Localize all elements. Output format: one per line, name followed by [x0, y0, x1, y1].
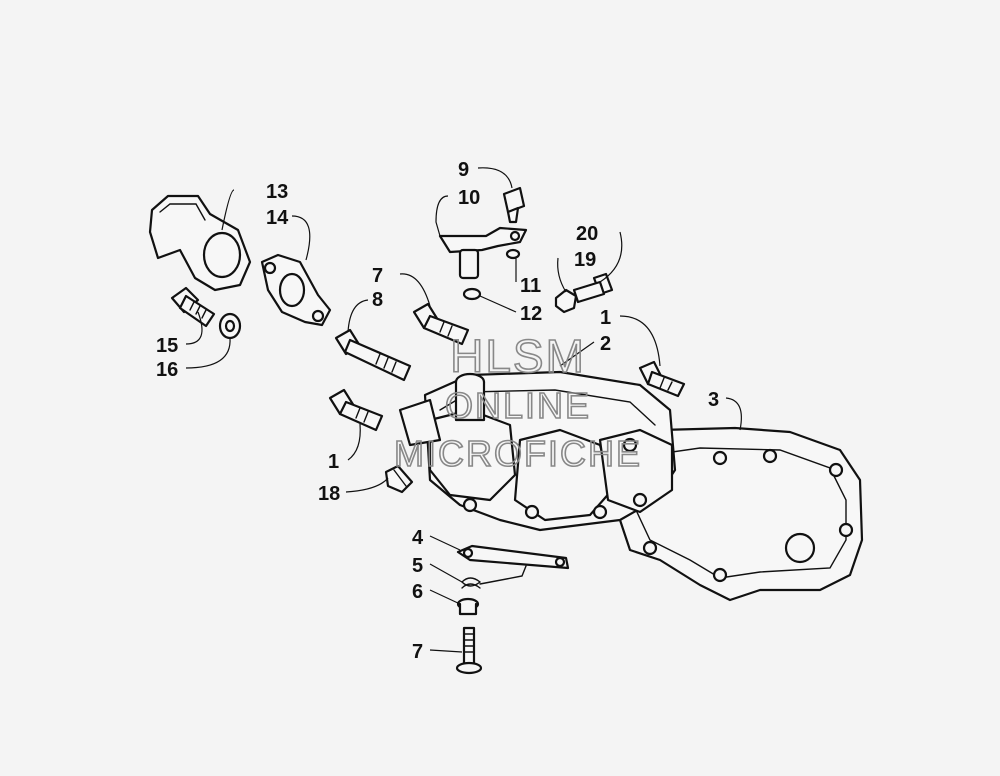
- bushing-part-6: [456, 597, 480, 616]
- oring-part-12: [505, 248, 521, 260]
- lever-part-4: [456, 544, 570, 570]
- callout-18: 18: [318, 483, 340, 505]
- bolt-part-7: [455, 626, 483, 675]
- callout-7: 7: [412, 641, 423, 663]
- spring-part-5: [461, 565, 527, 589]
- callout-4: 4: [412, 527, 424, 549]
- callouts: 9 10 11 12 13 14 15 16 7 8 20 19 1 2 3 1…: [156, 159, 719, 663]
- callout-2: 2: [600, 333, 611, 355]
- callout-17: 16: [156, 359, 178, 381]
- callout-10: 9: [458, 159, 469, 181]
- plug-part-18: [384, 464, 414, 494]
- bolt-part-1-right: [638, 360, 686, 398]
- callout-8: 7: [372, 265, 383, 287]
- watermark-line-1: HLSM: [450, 330, 586, 382]
- housing-part-2: [398, 370, 677, 532]
- callout-1-left: 1: [328, 451, 339, 473]
- callout-20: 20: [576, 223, 598, 245]
- bracket-part-11: [438, 226, 528, 280]
- callout-13: 12: [520, 303, 542, 325]
- watermark: HLSM ONLINE MICROFICHE: [393, 329, 642, 475]
- gasket-part-15: [260, 253, 332, 327]
- nut-part-19: [554, 288, 578, 314]
- oring-part-13: [462, 287, 482, 301]
- callout-19: 19: [574, 249, 596, 271]
- callout-15: 14: [266, 207, 289, 229]
- callout-12: 11: [520, 275, 541, 297]
- callout-1-right: 1: [600, 307, 611, 329]
- long-bolt-part-9: [334, 328, 412, 382]
- callout-11: 10: [458, 187, 480, 209]
- bolt-part-16: [170, 286, 216, 328]
- callout-16: 15: [156, 335, 178, 357]
- bolt-part-1-left: [328, 388, 384, 432]
- sensor-part-10: [502, 186, 526, 224]
- bolt-part-8: [412, 302, 470, 346]
- bolt-part-20: [572, 272, 614, 304]
- callout-5: 5: [412, 555, 423, 577]
- leader-lines: [185, 167, 742, 653]
- elbow-part-14: [148, 194, 252, 292]
- callout-9: 8: [372, 289, 383, 311]
- watermark-line-3: MICROFICHE: [394, 433, 642, 474]
- watermark-line-2: ONLINE: [445, 385, 591, 426]
- callout-3: 3: [708, 389, 719, 411]
- callout-6: 6: [412, 581, 423, 603]
- callout-14: 13: [266, 181, 288, 203]
